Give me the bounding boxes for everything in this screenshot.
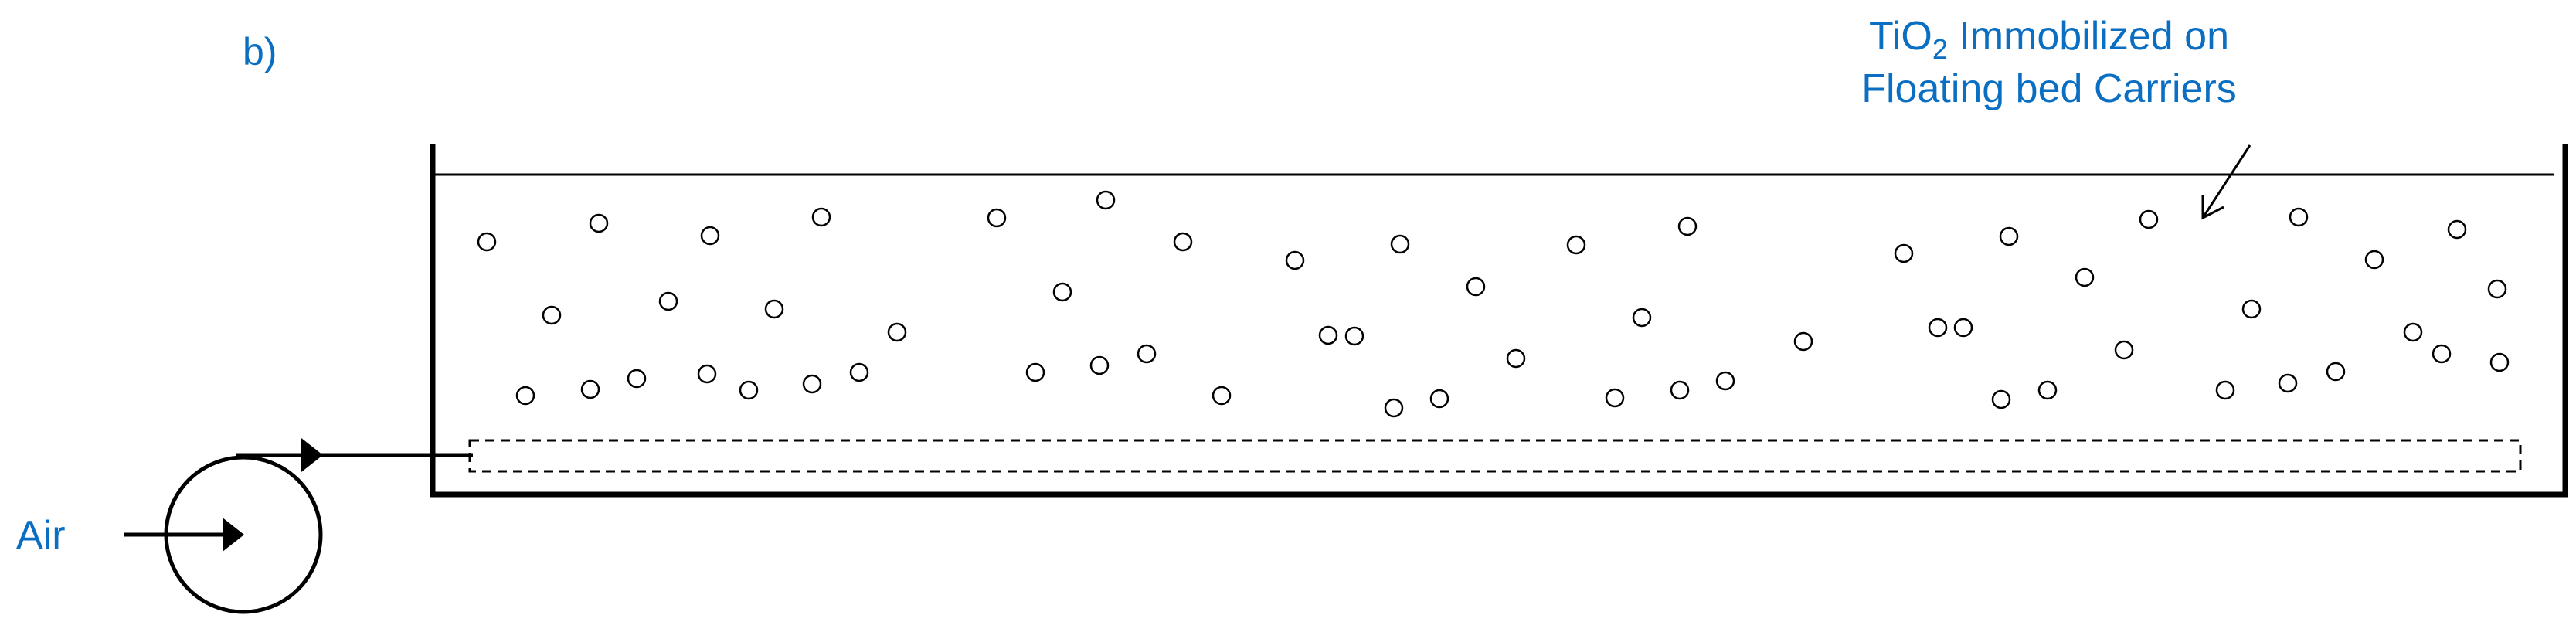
air-inlet-label: Air (16, 513, 66, 558)
carrier-particle (2364, 250, 2384, 270)
carrier-particle (2037, 380, 2058, 400)
carrier-particle (1285, 250, 1305, 270)
carrier-particle (2278, 373, 2298, 393)
carrier-particle (1793, 331, 1813, 352)
carrier-particle (515, 386, 535, 406)
carrier-particle (1670, 380, 1690, 400)
air-diffuser (468, 439, 2522, 473)
carrier-particle (2241, 299, 2262, 319)
panel-label: b) (243, 30, 277, 73)
carrier-particle (1384, 398, 1404, 418)
carrier-particle (764, 299, 784, 319)
carrier-particle (477, 232, 497, 252)
carrier-particle (1715, 371, 1735, 391)
carrier-particle (2139, 209, 2159, 229)
carrier-particle (1953, 318, 1973, 338)
carrier-particle (2447, 219, 2467, 240)
carrier-particle (1605, 388, 1625, 408)
carrier-particle (802, 374, 822, 394)
carrier-particle (1677, 216, 1698, 236)
carrier-particle (1928, 318, 1948, 338)
carrier-particle (1894, 243, 1914, 263)
annotation-arrow-head (2201, 195, 2224, 220)
annotation-line-1: TiO2 Immobilized on (1869, 14, 2229, 65)
carrier-particle (1344, 326, 1364, 346)
carrier-particle (1991, 389, 2011, 409)
carrier-particle (658, 291, 678, 311)
supply-flow-arrowhead (301, 438, 323, 472)
carrier-particle (1466, 277, 1486, 297)
carrier-particle (589, 213, 609, 233)
carrier-particle (1096, 190, 1116, 210)
annotation-formula-suffix: Immobilized on (1948, 14, 2229, 59)
floating-bed-carriers (477, 190, 2510, 418)
carrier-particle (1212, 386, 1232, 406)
carrier-particle (1632, 308, 1652, 328)
carrier-particle (1429, 389, 1449, 409)
carrier-particle (1025, 362, 1045, 382)
carrier-particle (2075, 267, 2095, 287)
carrier-particle (627, 369, 647, 389)
carrier-particle (2432, 344, 2452, 364)
carrier-particle (2326, 362, 2346, 382)
carrier-particle (697, 364, 717, 384)
carrier-particle (1137, 344, 1157, 364)
air-inlet-arrowhead (223, 518, 244, 552)
tank-wall (430, 144, 2568, 498)
carrier-particle (1566, 235, 1586, 255)
carrier-particle (2489, 352, 2510, 372)
carrier-particle (2114, 340, 2134, 360)
carrier-particle (1173, 232, 1193, 252)
annotation-formula-prefix: TiO (1869, 14, 1932, 59)
carrier-particle (700, 226, 720, 246)
carrier-particle (739, 380, 759, 400)
carrier-particle (1390, 234, 1410, 254)
carrier-particle (987, 208, 1007, 228)
carrier-particle (887, 322, 907, 342)
carrier-particle (1318, 325, 1338, 345)
carrier-particle (1089, 355, 1110, 375)
carrier-particle (2289, 207, 2309, 227)
carrier-particle (1999, 226, 2019, 246)
carrier-particle (849, 362, 869, 382)
carrier-particle (2403, 322, 2423, 342)
carrier-particle (1052, 282, 1072, 302)
annotation-formula-subscript: 2 (1932, 33, 1948, 65)
carrier-particle (580, 379, 600, 399)
carrier-particle (542, 305, 562, 325)
carrier-particle (2487, 279, 2507, 299)
carrier-particle (2215, 380, 2235, 400)
annotation-arrow-line (2201, 144, 2251, 219)
annotation-line-2: Floating bed Carriers (1861, 66, 2237, 111)
carrier-particle (811, 207, 831, 227)
carrier-particle (1506, 348, 1526, 369)
